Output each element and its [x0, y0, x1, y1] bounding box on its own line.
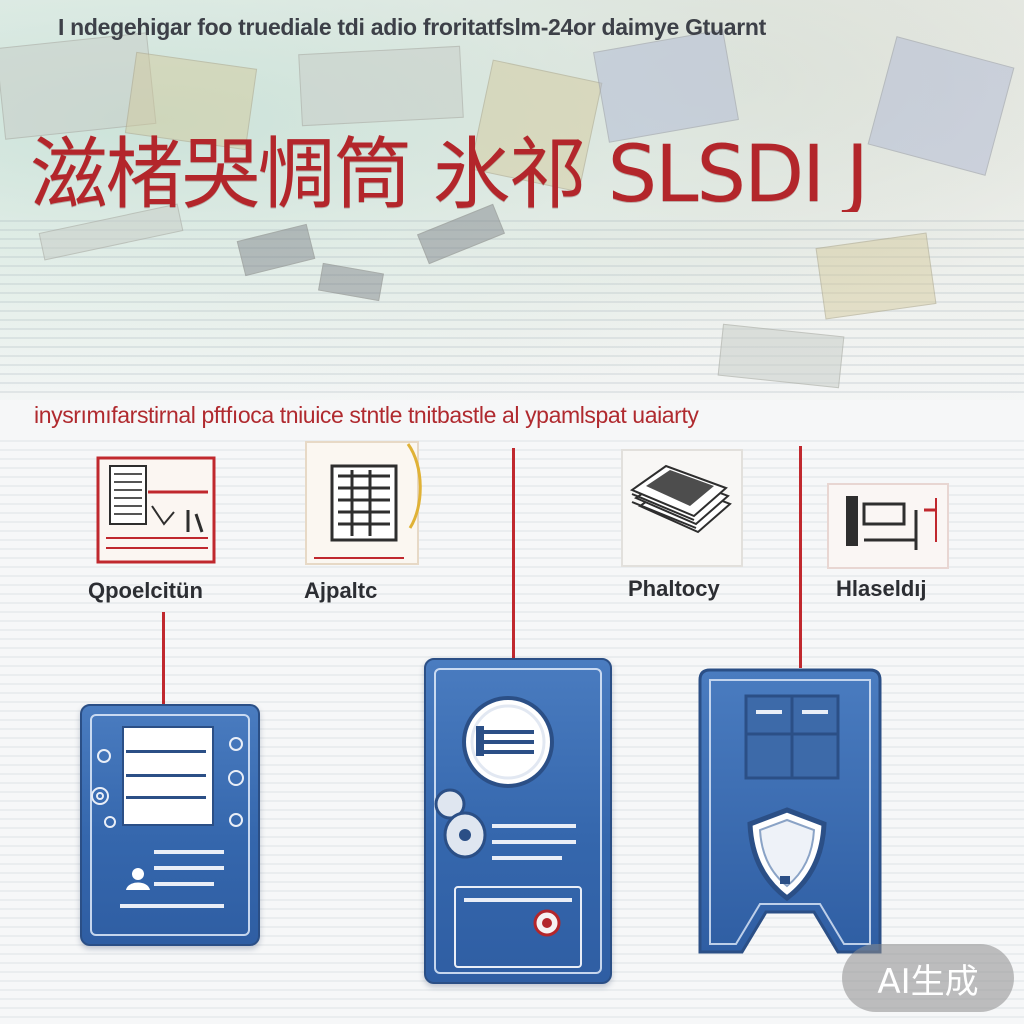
card-rule [464, 898, 572, 902]
shield-card [698, 668, 882, 958]
card-rule [126, 774, 206, 777]
icon-label: Qpoelcitün [88, 578, 203, 603]
card-frame [434, 668, 602, 974]
subtitle: inysrımıfarstirnal pftfıoca tniuice stnt… [34, 402, 699, 428]
shield-icon [747, 807, 827, 902]
lock-icon [443, 811, 487, 859]
badge-card-icon [424, 658, 612, 984]
calendar-list-icon [300, 436, 430, 570]
icon-label: Ajpaltc [304, 578, 378, 603]
document-chart-icon [92, 452, 222, 570]
top-caption: I ndegehigar foo truediale tdi adio fror… [58, 14, 767, 40]
card-rule [492, 856, 562, 860]
main-title: 滋楮哭惆筒 氷祁 SLSDI J [30, 130, 869, 212]
icon-label: Phaltocy [628, 576, 720, 601]
card-rule [492, 840, 576, 844]
collage-background [0, 0, 1024, 400]
ai-generated-badge: AI生成 [842, 944, 1014, 1012]
card-rule [126, 750, 206, 753]
card-rule [120, 904, 224, 908]
gear-icon [228, 737, 244, 827]
card-rule [492, 824, 576, 828]
connector-line [799, 446, 802, 668]
connector-line [512, 448, 515, 658]
icon-label: Hlaseldıj [836, 576, 927, 601]
paper-fragment [815, 232, 937, 320]
card-frame [90, 714, 250, 936]
circle-icon [434, 788, 466, 820]
gear-icon [91, 749, 116, 828]
form-diagram-icon [824, 480, 952, 572]
connector-line [162, 612, 165, 708]
seal-icon [533, 909, 561, 937]
card-rule [154, 850, 224, 854]
card-rule [154, 866, 224, 870]
person-icon [126, 868, 150, 890]
card-rule [154, 882, 214, 886]
document-card-icon [80, 704, 260, 946]
paper-stack-icon [618, 446, 748, 570]
inner-panel [454, 886, 582, 968]
badge-icon [462, 696, 554, 788]
card-rule [126, 796, 206, 799]
stripes-top [0, 220, 1024, 400]
